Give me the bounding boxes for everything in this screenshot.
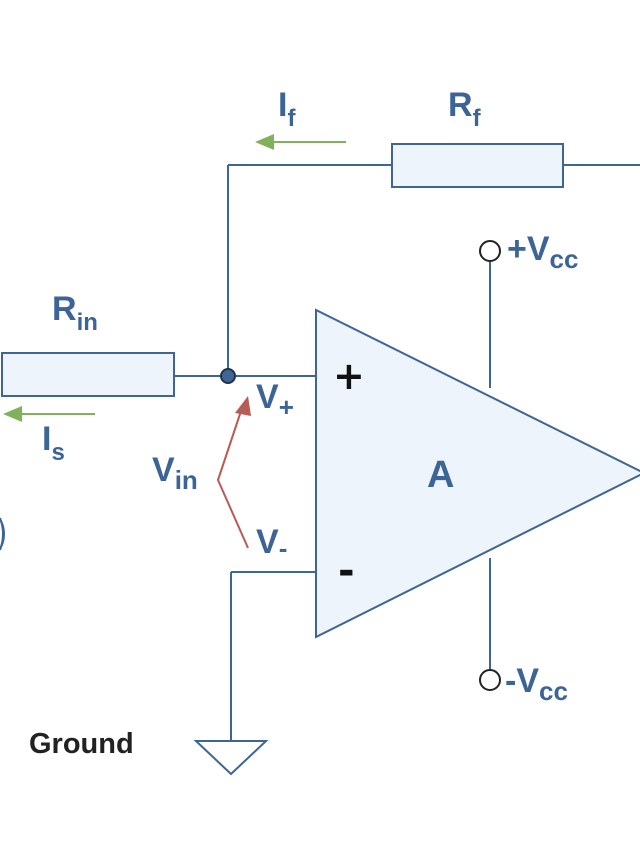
positive-supply-label: +Vcc (507, 230, 578, 274)
input-voltage-label: Vin (152, 451, 198, 495)
feedback-resistor (391, 143, 564, 188)
plus-sign: + (333, 354, 365, 398)
source-current-label: Is (42, 420, 65, 466)
amplifier-label: A (427, 454, 454, 496)
source-symbol-arc (0, 517, 4, 551)
input-resistor-label: Rin (52, 290, 98, 336)
feedback-current-label: If (278, 86, 296, 132)
input-resistor (1, 352, 175, 397)
positive-supply-terminal (479, 240, 501, 262)
feedback-current-arrow (255, 134, 346, 150)
feedback-resistor-label: Rf (448, 86, 482, 132)
input-voltage-arrow (216, 396, 251, 549)
inverting-node-label: V- (256, 523, 287, 563)
junction-node (220, 368, 236, 384)
ground-symbol (193, 740, 269, 776)
negative-supply-terminal (479, 669, 501, 691)
ground-label: Ground (29, 728, 134, 760)
non-inverting-node-label: V+ (256, 378, 294, 422)
minus-sign: - (338, 548, 355, 594)
negative-supply-label: -Vcc (505, 662, 568, 706)
op-amp-triangle (315, 308, 640, 639)
source-current-arrow (3, 406, 95, 422)
